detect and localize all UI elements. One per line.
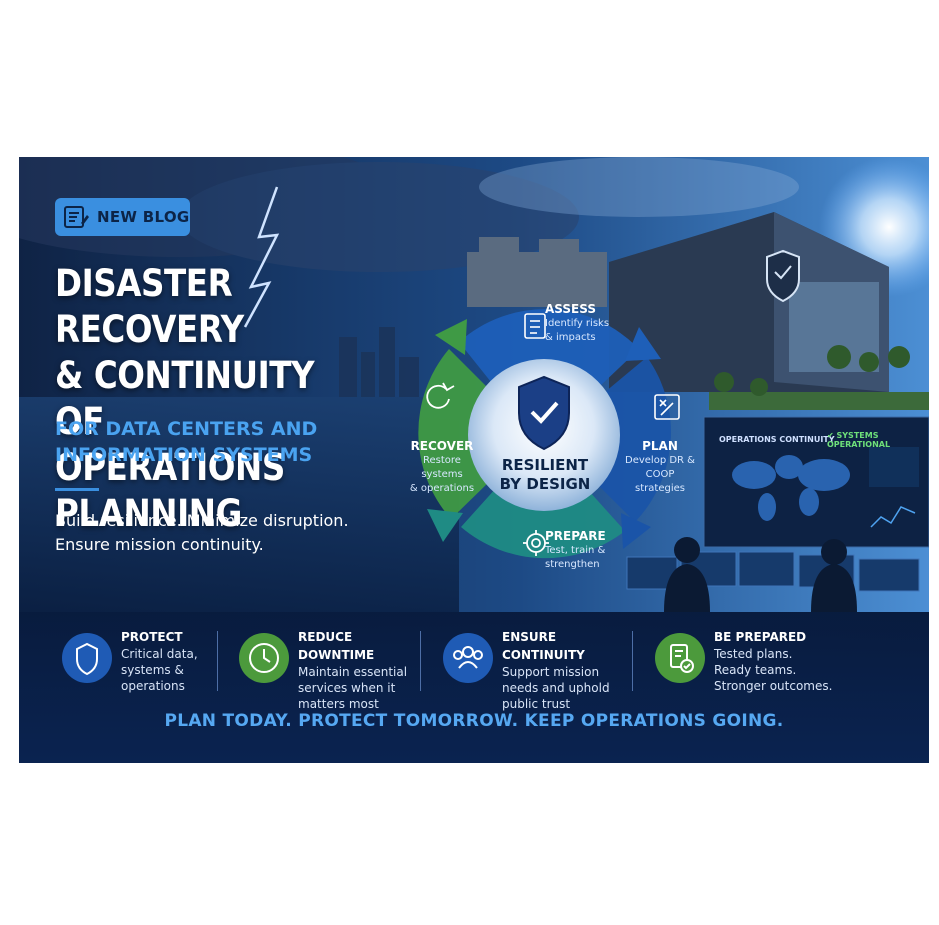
step-desc: & impacts [545,332,596,343]
feature-ensure-continuity: ENSURE CONTINUITY Support mission needs … [442,628,642,711]
feature-be-prepared: BE PREPARED Tested plans. Ready teams. S… [654,628,864,694]
cycle-arrow [625,327,661,361]
step-prepare: PREPARE Test, train & strengthen [545,528,625,572]
step-desc: & operations [409,483,475,494]
people-icon [443,633,493,683]
feature-divider [217,631,218,691]
document-check-icon [655,633,705,683]
feature-text: ENSURE CONTINUITY Support mission needs … [502,628,642,712]
feature-reduce-downtime: REDUCE DOWNTIME Maintain essential servi… [238,628,428,711]
tagline-line: Build resilience. Minimize disruption. [55,511,349,530]
new-blog-badge[interactable]: NEW BLOG [55,198,190,236]
page-title: DISASTER RECOVERY & CONTINUITY OF OPERAT… [55,261,372,537]
center-line: RESILIENT [501,456,589,474]
water [19,397,459,612]
lawn [709,392,929,410]
feature-title: REDUCE DOWNTIME [298,630,375,662]
strategy-board-icon [654,394,680,420]
systems-operational-status: ✔ SYSTEMS OPERATIONAL [827,431,929,449]
feature-desc: Stronger outcomes. [714,679,833,693]
feature-desc: operations [121,679,185,693]
slogan: PLAN TODAY. PROTECT TOMORROW. KEEP OPERA… [164,711,784,731]
cycle-segment-plan [595,357,671,522]
feature-title: BE PREPARED [714,630,807,644]
blog-document-icon [64,206,89,228]
title-line: OPERATIONS PLANNING [55,446,285,535]
subtitle-line: FOR DATA CENTERS AND [55,418,318,440]
cycle-center-label: RESILIENT BY DESIGN [489,456,601,494]
rooftop-equipment [467,237,607,307]
cycle-segment-assess [459,309,639,387]
clock-icon [239,633,289,683]
cycle-arrow [427,509,463,542]
background-scene [19,157,929,612]
feature-divider [632,631,633,691]
feature-text: PROTECT Critical data, systems & operati… [121,628,241,694]
cycle-segment-recover [418,349,491,519]
refresh-icon [426,382,455,409]
step-plan: PLAN Develop DR & COOP strategies [625,438,695,496]
title-line: DISASTER RECOVERY [55,262,244,351]
subtitle-line: INFORMATION SYSTEMS [55,444,313,466]
checklist-icon [524,313,546,339]
resilience-cycle-diagram [418,309,680,559]
step-assess: ASSESS Identify risks & impacts [545,301,635,345]
center-line: BY DESIGN [499,475,591,493]
feature-desc: systems & [121,663,184,677]
step-recover: RECOVER Restore systems & operations [407,438,477,496]
step-title: RECOVER [410,439,474,453]
step-desc: strengthen [545,559,600,570]
feature-divider [420,631,421,691]
status-label: SYSTEMS OPERATIONAL [827,431,891,449]
feature-desc: services when it [298,681,396,695]
step-title: ASSESS [545,302,596,316]
feature-protect: PROTECT Critical data, systems & operati… [61,628,231,694]
feature-title: PROTECT [121,630,183,644]
feature-title: ENSURE CONTINUITY [502,630,585,662]
feature-desc: Tested plans. [714,647,793,661]
feature-desc: Maintain essential [298,665,408,679]
banner: NEW BLOG DISASTER RECOVERY & CONTINUITY … [19,157,929,763]
trees [714,345,910,396]
badge-label: NEW BLOG [97,208,190,226]
feature-desc: needs and uphold [502,681,610,695]
feature-text: REDUCE DOWNTIME Maintain essential servi… [298,628,428,712]
operators [664,537,857,612]
title-line: & CONTINUITY OF [55,354,315,443]
feature-text: BE PREPARED Tested plans. Ready teams. S… [714,628,854,694]
step-desc: Restore systems [421,455,463,480]
tagline: Build resilience. Minimize disruption. E… [55,509,395,557]
step-title: PREPARE [545,529,606,543]
tagline-line: Ensure mission continuity. [55,535,264,554]
title-divider [55,488,99,491]
status-check-icon: ✔ [827,431,837,440]
feature-desc: Critical data, [121,647,198,661]
cycle-arrow [435,319,467,355]
step-desc: COOP strategies [635,469,685,494]
cycle-segment-prepare [461,487,625,559]
cycle-arrow [621,513,651,549]
shield-check-icon [518,375,570,451]
operations-dashboard [703,416,929,548]
feature-desc: Ready teams. [714,663,797,677]
city-skyline [339,327,419,397]
feature-desc: matters most [298,697,379,711]
gear-icon [523,530,549,556]
data-center-building [609,212,889,392]
step-desc: Develop DR & [625,455,695,466]
step-title: PLAN [642,439,678,453]
page-subtitle: FOR DATA CENTERS AND INFORMATION SYSTEMS [55,416,355,468]
shield-icon [62,633,112,683]
feature-desc: public trust [502,697,571,711]
feature-desc: Support mission [502,665,600,679]
step-desc: Identify risks [545,318,610,329]
step-desc: Test, train & [545,545,606,556]
lightning-bolt [243,186,280,328]
operations-continuity-header: OPERATIONS CONTINUITY [719,435,835,444]
